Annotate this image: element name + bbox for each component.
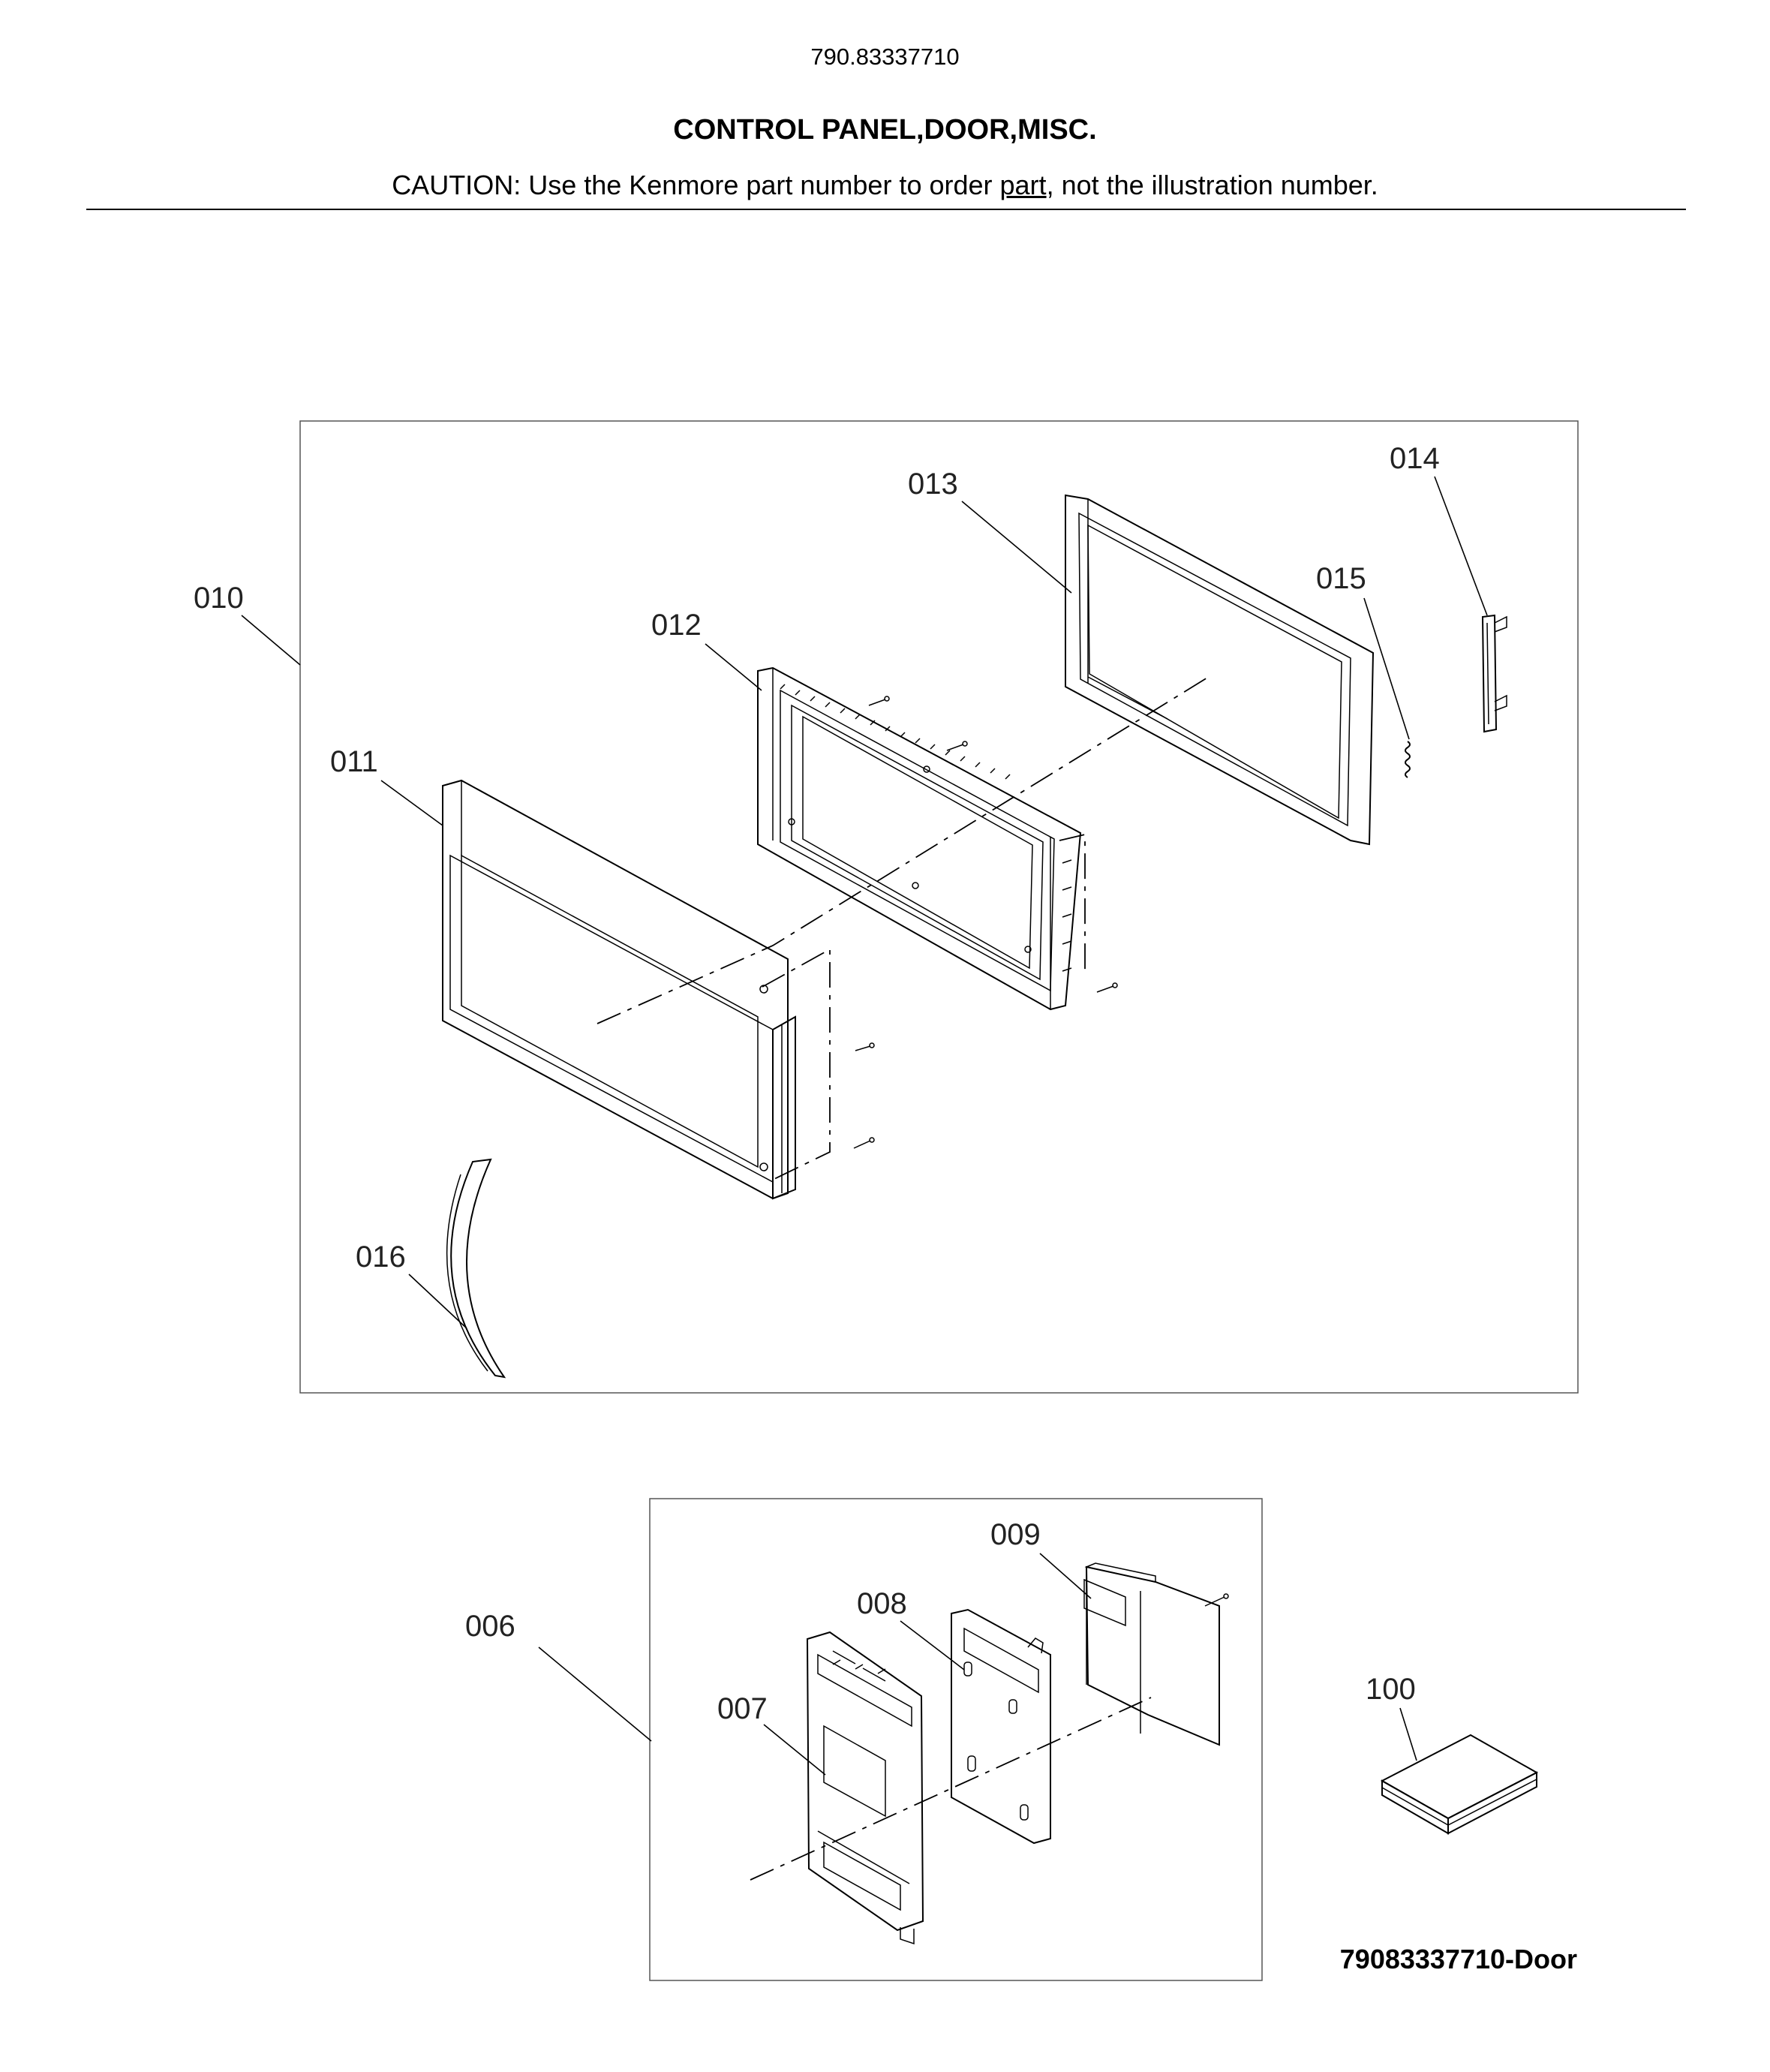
header-rule [86, 209, 1686, 210]
callout-015: 015 [1316, 562, 1366, 595]
control-panel-centerline [750, 1697, 1152, 1881]
door-screws [853, 696, 1118, 1149]
callout-009: 009 [990, 1518, 1041, 1551]
part-011-outer-door[interactable] [442, 779, 796, 1200]
caution-part-link[interactable]: part [999, 170, 1047, 200]
door-assembly-centerline [597, 675, 1212, 1024]
part-016-handle[interactable] [446, 1158, 506, 1379]
part-014-latch[interactable] [1481, 614, 1507, 733]
part-015-spring[interactable] [1405, 741, 1411, 778]
callout-013: 013 [908, 468, 958, 501]
callout-100: 100 [1366, 1673, 1416, 1706]
callout-014: 014 [1390, 442, 1440, 475]
part-008-bracket[interactable] [951, 1608, 1051, 1845]
control-panel-assembly-frame [649, 1498, 1263, 1981]
part-007-control-panel[interactable] [806, 1631, 924, 1945]
door-assembly-frame [299, 420, 1579, 1394]
caution-note: CAUTION: Use the Kenmore part number to … [0, 170, 1770, 201]
section-title: CONTROL PANEL,DOOR,MISC. [673, 114, 1097, 146]
callout-016: 016 [356, 1240, 406, 1274]
figure-id: 79083337710-Door [1339, 1944, 1577, 1974]
caution-suffix: , not the illustration number. [1046, 170, 1378, 200]
callout-006: 006 [465, 1610, 515, 1643]
part-013-choke-frame[interactable] [1065, 494, 1375, 846]
part-012-inner-door[interactable] [757, 666, 1082, 1011]
part-009-control-board[interactable] [1083, 1562, 1229, 1746]
callout-011: 011 [330, 745, 378, 778]
door-screw-line-2 [1059, 833, 1086, 976]
callout-010: 010 [194, 582, 244, 615]
callout-007: 007 [717, 1692, 768, 1725]
callout-008: 008 [857, 1587, 907, 1620]
caution-prefix: CAUTION: Use the Kenmore part number to … [392, 170, 1000, 200]
part-100-literature[interactable] [1380, 1734, 1539, 1835]
model-number: 790.83337710 [810, 44, 960, 70]
callout-012: 012 [651, 609, 702, 642]
